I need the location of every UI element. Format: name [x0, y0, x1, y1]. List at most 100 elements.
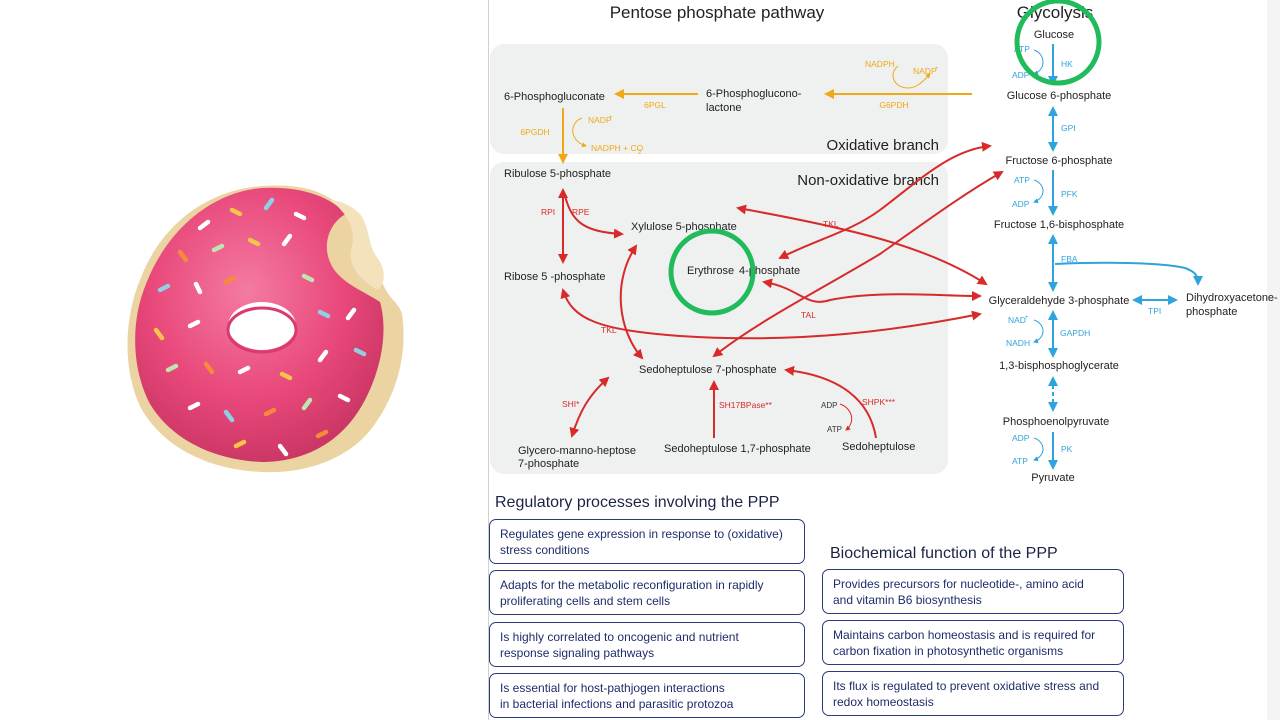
metabolite-fructose-6p: Fructose 6-phosphate [1005, 155, 1112, 167]
biochemical-item-1-line2: and vitamin B6 biosynthesis [833, 593, 982, 607]
regulatory-item-4: Is essential for host-pathjogen interact… [489, 673, 805, 718]
enzyme-gpi: GPI [1061, 123, 1076, 133]
arrow-shi [569, 376, 610, 438]
cofactor-nadp-g6pdh: NADP [913, 66, 937, 76]
metabolite-g3p: Glyceraldehyde 3-phosphate [989, 295, 1130, 307]
arrow-fba-dhap [1054, 261, 1203, 286]
metabolite-6-phosphogluconate: 6-Phosphogluconate [504, 91, 605, 103]
arrow-xylulose-sedoheptulose [619, 244, 644, 360]
cofactor-nadph-g6pdh: NADPH [865, 59, 895, 69]
biochemical-item-1-line1: Provides precursors for nucleotide-, ami… [833, 577, 1084, 591]
cofactor-curve-pfk [1033, 179, 1044, 204]
biochemical-item-3-line1: Its flux is regulated to prevent oxidati… [833, 679, 1100, 693]
svg-text:+: + [609, 115, 613, 121]
biochemical-item-1: Provides precursors for nucleotide-, ami… [822, 569, 1124, 614]
cofactor-curve-pk [1033, 437, 1044, 462]
donut-sprinkles [153, 197, 367, 457]
right-margin [1267, 0, 1280, 720]
cofactor-adp-hk: ADP [1012, 70, 1030, 80]
enzyme-pfk: PFK [1061, 189, 1078, 199]
arrow-tal [762, 278, 982, 303]
metabolite-erythrose: Erythrose [687, 265, 734, 277]
oxidative-branch-label: Oxidative branch [826, 137, 939, 154]
metabolite-13bpg: 1,3-bisphosphoglycerate [999, 360, 1119, 372]
enzyme-tal: TAL [801, 310, 816, 320]
metabolite-erythrose-4p: 4-phosphate [739, 265, 800, 277]
oxidative-panel [490, 44, 948, 154]
enzyme-tkl-top: TKL [823, 219, 839, 229]
enzyme-fba: FBA [1061, 254, 1078, 264]
svg-text:+: + [935, 66, 939, 72]
biochemical-item-2-line1: Maintains carbon homeostasis and is requ… [833, 628, 1096, 642]
cofactor-nadph-co2: NADPH + CO [591, 143, 644, 153]
arrow-shpk [784, 365, 877, 439]
enzyme-tpi: TPI [1148, 306, 1161, 316]
enzyme-rpi: RPI [541, 207, 555, 217]
pathway-diagram: Pentose phosphate pathway Glycolysis Oxi… [490, 0, 1278, 484]
regulatory-item-2-line2: proliferating cells and stem cells [500, 594, 671, 608]
nonoxidative-panel [490, 162, 948, 474]
metabolite-glucose: Glucose [1034, 29, 1074, 41]
enzyme-6pgl: 6PGL [644, 100, 666, 110]
metabolite-glucose-6p: Glucose 6-phosphate [1007, 90, 1112, 102]
biochemical-item-2: Maintains carbon homeostasis and is requ… [822, 620, 1124, 665]
cofactor-adp-shpk: ADP [821, 401, 837, 410]
enzyme-sh17bpase: SH17BPase** [719, 400, 773, 410]
cofactor-curve-g6pdh [892, 65, 931, 89]
enzyme-shpk: SHPK*** [862, 397, 896, 407]
donut-hole [228, 302, 296, 350]
metabolite-dhap-2: phosphate [1186, 306, 1237, 318]
regulatory-item-4-line2: in bacterial infections and parasitic pr… [500, 697, 734, 711]
enzyme-shi: SHI* [562, 399, 580, 409]
metabolite-phosphoglucono-lactone: 6-Phosphoglucono- [706, 88, 802, 100]
donut-bite [330, 200, 384, 290]
biochemical-title: Biochemical function of the PPP [830, 545, 1058, 562]
svg-text:+: + [1025, 315, 1029, 321]
metabolite-ribose-5p: Ribose 5 -phosphate [504, 271, 606, 283]
cofactor-atp-pk: ATP [1012, 456, 1028, 466]
regulatory-title: Regulatory processes involving the PPP [495, 494, 780, 511]
biochemical-item-3-line2: redox homeostasis [833, 695, 934, 709]
metabolite-phosphoglucono-lactone-2: lactone [706, 102, 741, 114]
enzyme-g6pdh: G6PDH [879, 100, 908, 110]
cofactor-adp-pfk: ADP [1012, 199, 1030, 209]
regulatory-item-4-line1: Is essential for host-pathjogen interact… [500, 681, 725, 695]
arrow-rpe [564, 195, 624, 239]
cofactor-nad-gapdh-label: NAD+ [1008, 315, 1029, 325]
metabolite-dhap: Dihydroxyacetone- [1186, 292, 1278, 304]
enzyme-gapdh: GAPDH [1060, 328, 1090, 338]
regulatory-item-1: Regulates gene expression in response to… [489, 519, 805, 564]
enzyme-tkl-left: TKL [601, 325, 617, 335]
regulatory-item-3-line1: Is highly correlated to oncogenic and nu… [500, 630, 739, 644]
ppp-title: Pentose phosphate pathway [610, 3, 825, 22]
cofactor-atp-shpk: ATP [827, 425, 842, 434]
biochemical-item-2-line2: carbon fixation in photosynthetic organi… [833, 644, 1064, 658]
slide-divider [488, 0, 489, 720]
cofactor-atp-pfk: ATP [1014, 175, 1030, 185]
arrow-sedoheptulose-fructose6p [712, 171, 1004, 358]
metabolite-sedoheptulose: Sedoheptulose [842, 441, 915, 453]
cofactor-atp-hk: ATP [1014, 44, 1030, 54]
metabolite-pyruvate: Pyruvate [1031, 472, 1074, 484]
cofactor-curve-gapdh [1033, 319, 1044, 344]
svg-text:2: 2 [638, 150, 642, 156]
regulatory-item-3-line2: response signaling pathways [500, 646, 655, 660]
biochemical-item-3: Its flux is regulated to prevent oxidati… [822, 671, 1124, 716]
cofactor-nadp-6pgdh: NADP [588, 115, 612, 125]
metabolite-ribulose-5p: Ribulose 5-phosphate [504, 168, 611, 180]
cofactor-curve-hk [1033, 49, 1044, 76]
regulatory-item-2: Adapts for the metabolic reconfiguration… [489, 570, 805, 615]
cofactor-nadp-6pgdh-label: NADP+ [588, 115, 613, 125]
cofactor-adp-pk: ADP [1012, 433, 1030, 443]
metabolite-pep: Phosphoenolpyruvate [1003, 416, 1109, 428]
enzyme-6pgdh: 6PGDH [520, 127, 549, 137]
regulatory-item-1-line1: Regulates gene expression in response to… [500, 527, 783, 541]
regulatory-item-2-line1: Adapts for the metabolic reconfiguration… [500, 578, 764, 592]
metabolite-sedoheptulose-7p: Sedoheptulose 7-phosphate [639, 364, 777, 376]
highlight-circle-erythrose [668, 228, 756, 316]
cofactor-nadp-g6pdh-label: NADP+ [913, 66, 939, 76]
cofactor-nad-gapdh: NAD [1008, 315, 1026, 325]
regulatory-item-1-line2: stress conditions [500, 543, 590, 557]
cofactor-nadh-gapdh: NADH [1006, 338, 1030, 348]
